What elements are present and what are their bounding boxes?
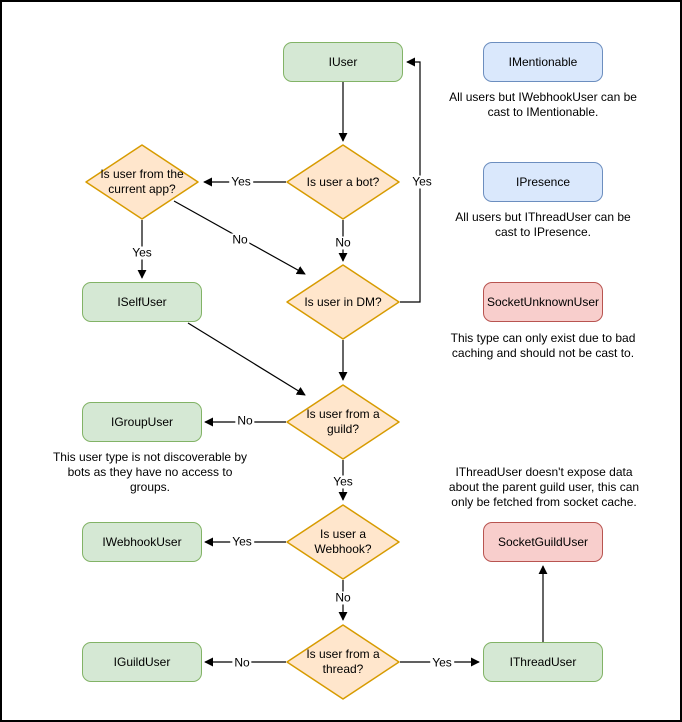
decision-is-user-from-thread-label: Is user from a thread?	[306, 647, 380, 676]
node-iselfuser-label: ISelfUser	[117, 294, 167, 309]
diamond-shape	[286, 264, 400, 340]
diamond-shape	[286, 144, 400, 220]
decision-is-user-from-current-app-label: Is user from the current app?	[100, 167, 184, 196]
node-iguilduser-label: IGuildUser	[113, 654, 171, 669]
decision-is-user-a-webhook: Is user a Webhook?	[286, 504, 400, 580]
note-ithreaduser: IThreadUser doesn't expose data about th…	[448, 465, 640, 509]
node-socketguilduser-label: SocketGuildUser	[497, 534, 589, 549]
edge-label-app-no: No	[230, 232, 250, 247]
node-ipresence: IPresence	[483, 162, 603, 202]
node-iwebhookuser-label: IWebhookUser	[102, 534, 182, 549]
decision-is-user-a-bot-label: Is user a bot?	[306, 174, 380, 189]
node-iselfuser: ISelfUser	[82, 282, 202, 322]
decision-is-user-in-dm-label: Is user in DM?	[304, 294, 382, 309]
node-socketunknownuser: SocketUnknownUser	[483, 282, 603, 322]
node-igroupuser-label: IGroupUser	[110, 414, 174, 429]
edge-label-guild-yes: Yes	[331, 474, 355, 489]
edge-label-bot-yes: Yes	[229, 174, 253, 189]
node-imentionable-label: IMentionable	[508, 54, 578, 69]
diamond-shape	[286, 384, 400, 460]
node-igroupuser: IGroupUser	[82, 402, 202, 442]
node-ithreaduser-label: IThreadUser	[509, 654, 577, 669]
edge-label-bot-no: No	[333, 235, 353, 250]
edge-label-webhook-no: No	[333, 590, 353, 605]
node-imentionable: IMentionable	[483, 42, 603, 82]
node-iguilduser: IGuildUser	[82, 642, 202, 682]
decision-is-user-from-guild: Is user from a guild?	[286, 384, 400, 460]
decision-is-user-a-webhook-label: Is user a Webhook?	[314, 527, 372, 556]
note-ipresence: All users but IThreadUser can be cast to…	[455, 210, 631, 239]
note-igroupuser: This user type is not discoverable by bo…	[52, 450, 248, 494]
node-ithreaduser: IThreadUser	[483, 642, 603, 682]
node-iwebhookuser: IWebhookUser	[82, 522, 202, 562]
node-iuser: IUser	[283, 42, 403, 82]
edge-label-dm-yes: Yes	[410, 174, 434, 189]
edge-label-thread-yes: Yes	[430, 655, 454, 670]
decision-is-user-a-bot: Is user a bot?	[286, 144, 400, 220]
diamond-shape	[85, 144, 199, 220]
decision-is-user-in-dm: Is user in DM?	[286, 264, 400, 340]
edge-label-thread-no: No	[232, 655, 252, 670]
edge-label-app-yes: Yes	[130, 245, 154, 260]
diamond-shape	[286, 504, 400, 580]
diamond-shape	[286, 624, 400, 700]
edge-label-guild-no: No	[235, 413, 255, 428]
node-ipresence-label: IPresence	[515, 174, 571, 189]
decision-is-user-from-guild-label: Is user from a guild?	[306, 407, 380, 436]
edge-iselfuser-to-isguild	[187, 322, 306, 396]
node-socketunknownuser-label: SocketUnknownUser	[486, 294, 600, 309]
note-imentionable: All users but IWebhookUser can be cast t…	[449, 90, 637, 119]
node-socketguilduser: SocketGuildUser	[483, 522, 603, 562]
node-iuser-label: IUser	[328, 54, 358, 69]
note-socketunknownuser: This type can only exist due to bad cach…	[450, 331, 636, 360]
edge-label-webhook-yes: Yes	[230, 534, 254, 549]
decision-is-user-from-thread: Is user from a thread?	[286, 624, 400, 700]
decision-is-user-from-current-app: Is user from the current app?	[85, 144, 199, 220]
